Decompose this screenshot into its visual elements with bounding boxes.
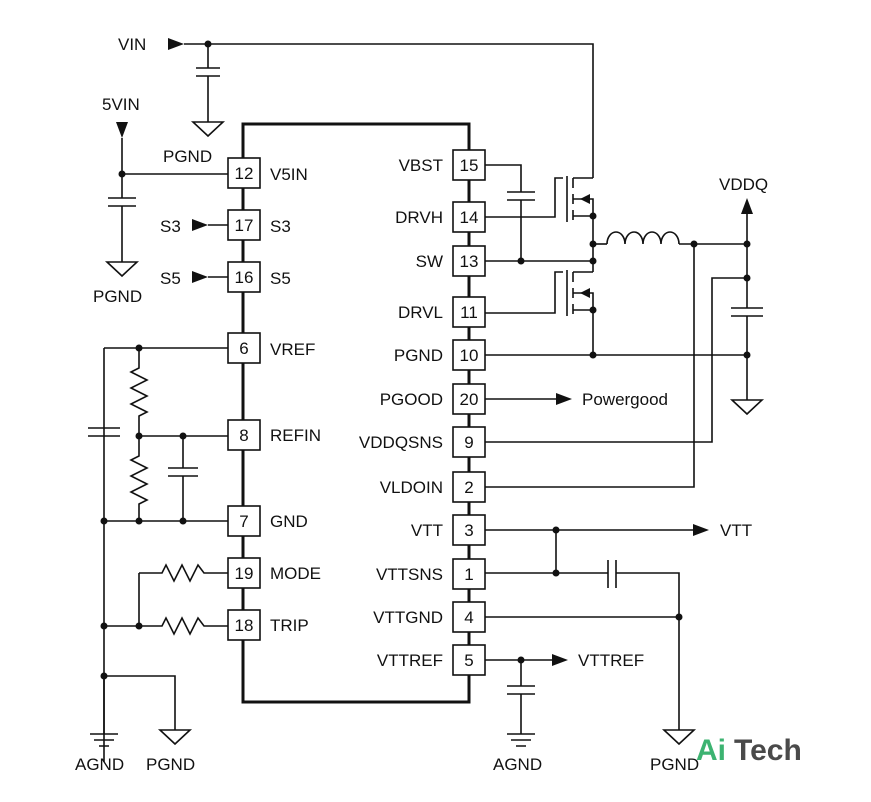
pin-12-number: 12: [235, 164, 254, 183]
pin-15: 15 VBST: [399, 149, 486, 181]
pin-4-number: 4: [464, 608, 473, 627]
pin-2: 2 VLDOIN: [380, 471, 486, 503]
pin-12-name: V5IN: [270, 165, 308, 184]
logo-tech-text: Tech: [734, 734, 802, 767]
vttref-section: VTTREF AGND: [485, 651, 644, 774]
v5in-arrow: [116, 122, 128, 138]
v5in-net: 5VIN PGND: [93, 95, 228, 306]
pin-3: 3 VTT: [411, 514, 486, 546]
pin-18: 18 TRIP: [227, 609, 309, 641]
pin-6-name: VREF: [270, 340, 315, 359]
pin-16-number: 16: [235, 268, 254, 287]
vtt-label: VTT: [720, 521, 752, 540]
pin-18-name: TRIP: [270, 616, 309, 635]
pin-6-number: 6: [239, 339, 248, 358]
pin-19-number: 19: [235, 564, 254, 583]
pin-16: 16 S5: [227, 261, 291, 293]
pin-13: 13 SW: [416, 245, 486, 277]
pin-20-number: 20: [460, 390, 479, 409]
pin-13-name: SW: [416, 252, 443, 271]
pin-8-number: 8: [239, 426, 248, 445]
pin-15-number: 15: [460, 156, 479, 175]
right-pins: 15 VBST 14 DRVH 13 SW 11 DRVL 10 PGND 20…: [359, 149, 486, 676]
agnd-left-label: AGND: [75, 755, 124, 774]
pin-2-number: 2: [464, 478, 473, 497]
pin-9-name: VDDQSNS: [359, 433, 443, 452]
pin-12: 12 V5IN: [227, 157, 308, 189]
pin-17: 17 S3: [227, 209, 291, 241]
vddq-output: VDDQ: [485, 175, 768, 488]
pin-3-name: VTT: [411, 521, 443, 540]
pgnd-left-label: PGND: [93, 287, 142, 306]
pin-16-name: S5: [270, 269, 291, 288]
pin-10-name: PGND: [394, 346, 443, 365]
aitech-logo: Ai Tech: [696, 734, 802, 767]
pin-8: 8 REFIN: [227, 419, 321, 451]
pin-10: 10 PGND: [394, 339, 486, 371]
reference-network: [88, 344, 228, 762]
powergood-label: Powergood: [582, 390, 668, 409]
pin-1-name: VTTSNS: [376, 565, 443, 584]
pin-7: 7 GND: [227, 505, 308, 537]
pin-17-name: S3: [270, 217, 291, 236]
s5-input: S5: [160, 269, 228, 288]
pin-14-name: DRVH: [395, 208, 443, 227]
vttref-label: VTTREF: [578, 651, 644, 670]
pgnd-left-ground: [104, 261, 140, 278]
pgnd-vddq-ground: [729, 399, 765, 416]
pin-1: 1 VTTSNS: [376, 558, 486, 590]
vin-arrow: [168, 38, 184, 50]
pin-9-number: 9: [464, 433, 473, 452]
pin-4-name: VTTGND: [373, 608, 443, 627]
pin-11: 11 DRVL: [398, 296, 486, 328]
pin-13-number: 13: [460, 252, 479, 271]
vtt-section: VTT PGND: [485, 521, 752, 774]
pin-11-name: DRVL: [398, 303, 443, 322]
pin-11-number: 11: [460, 303, 478, 322]
pin-9: 9 VDDQSNS: [359, 426, 486, 458]
pin-1-number: 1: [464, 565, 473, 584]
powergood-output: Powergood: [485, 390, 668, 409]
pin-19-name: MODE: [270, 564, 321, 583]
vddq-label: VDDQ: [719, 175, 768, 194]
pin-15-name: VBST: [399, 156, 443, 175]
vin-label: VIN: [118, 35, 146, 54]
v5in-label: 5VIN: [102, 95, 140, 114]
vin-net: VIN PGND: [118, 35, 594, 178]
pgnd-vtt-label: PGND: [650, 755, 699, 774]
agnd-right-label: AGND: [493, 755, 542, 774]
pin-17-number: 17: [235, 216, 254, 235]
pin-7-number: 7: [239, 512, 248, 531]
pin-14: 14 DRVH: [395, 201, 486, 233]
pin-8-name: REFIN: [270, 426, 321, 445]
s5-label: S5: [160, 269, 181, 288]
pgnd-top-ground: [190, 121, 226, 138]
pin-19: 19 MODE: [227, 557, 321, 589]
pin-20: 20 PGOOD: [380, 383, 486, 415]
pin-7-name: GND: [270, 512, 308, 531]
logo-ai-text: Ai: [696, 734, 726, 767]
pgnd-bottom-left-label: PGND: [146, 755, 195, 774]
pin-4: 4 VTTGND: [373, 601, 486, 633]
pin-5-name: VTTREF: [377, 651, 443, 670]
pin-6: 6 VREF: [227, 332, 315, 364]
pin-5-number: 5: [464, 651, 473, 670]
power-stage: [485, 164, 747, 359]
pin-20-name: PGOOD: [380, 390, 443, 409]
pgnd-vtt-ground: [661, 729, 697, 746]
s3-input: S3: [160, 217, 228, 236]
mode-trip-network: AGND PGND: [75, 563, 228, 774]
pin-2-name: VLDOIN: [380, 478, 443, 497]
pgnd-bottom-left-ground: [157, 729, 193, 746]
s3-label: S3: [160, 217, 181, 236]
pin-5: 5 VTTREF: [377, 644, 486, 676]
vddq-arrow: [741, 198, 753, 214]
pin-3-number: 3: [464, 521, 473, 540]
pin-14-number: 14: [460, 208, 479, 227]
pgnd-top-label: PGND: [163, 147, 212, 166]
pin-18-number: 18: [235, 616, 254, 635]
left-pins: 12 V5IN 17 S3 16 S5 6 VREF 8 REFIN 7 GND: [227, 157, 321, 641]
pin-10-number: 10: [460, 346, 479, 365]
